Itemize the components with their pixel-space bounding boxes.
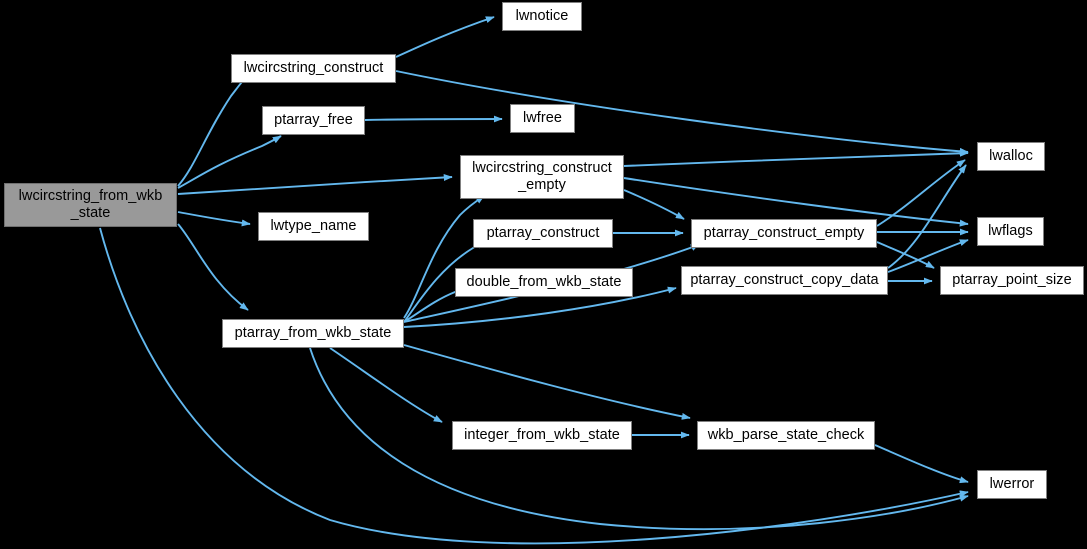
node-wkb_parse_state_check[interactable]: wkb_parse_state_check bbox=[697, 421, 875, 450]
node-lwcircstring_from_wkb_state[interactable]: lwcircstring_from_wkb _state bbox=[4, 183, 177, 227]
node-lwcircstring_construct[interactable]: lwcircstring_construct bbox=[231, 54, 396, 83]
node-label: wkb_parse_state_check bbox=[707, 426, 865, 443]
node-lwerror[interactable]: lwerror bbox=[977, 470, 1047, 499]
node-ptarray_free[interactable]: ptarray_free bbox=[262, 106, 365, 135]
node-lwnotice[interactable]: lwnotice bbox=[502, 2, 582, 31]
edge-ptarray_from_wkb_state-to-integer_from_wkb_state bbox=[329, 347, 443, 423]
edge-lwcircstring_from_wkb_state-to-lwtype_name bbox=[177, 211, 251, 227]
edge-lwcircstring_from_wkb_state-to-ptarray_from_wkb_state bbox=[177, 223, 249, 311]
edge-ptarray_from_wkb_state-to-lwcircstring_construct_empty bbox=[403, 195, 485, 319]
edge-ptarray_from_wkb_state-to-ptarray_construct_copy_data bbox=[403, 286, 677, 328]
edge-ptarray_from_wkb_state-to-lwerror bbox=[309, 347, 969, 531]
node-label: double_from_wkb_state bbox=[466, 273, 622, 290]
edge-lwcircstring_construct_empty-to-lwflags bbox=[623, 177, 969, 227]
node-lwflags[interactable]: lwflags bbox=[977, 217, 1044, 246]
node-label: lwcircstring_from_wkb _state bbox=[18, 187, 163, 221]
node-double_from_wkb_state[interactable]: double_from_wkb_state bbox=[455, 268, 633, 297]
node-label: ptarray_point_size bbox=[952, 271, 1072, 288]
node-label: ptarray_free bbox=[274, 111, 353, 128]
node-label: ptarray_construct_empty bbox=[703, 224, 865, 241]
node-ptarray_construct_empty[interactable]: ptarray_construct_empty bbox=[691, 219, 877, 248]
edge-ptarray_construct_empty-to-lwalloc bbox=[876, 159, 966, 227]
node-label: lwcircstring_construct bbox=[243, 59, 384, 76]
node-label: ptarray_construct_copy_data bbox=[690, 271, 879, 288]
node-label: lwalloc bbox=[989, 147, 1033, 164]
edge-lwcircstring_from_wkb_state-to-lwerror bbox=[99, 227, 969, 545]
edge-lwcircstring_from_wkb_state-to-ptarray_free bbox=[177, 135, 282, 189]
node-lwalloc[interactable]: lwalloc bbox=[977, 142, 1045, 171]
node-integer_from_wkb_state[interactable]: integer_from_wkb_state bbox=[452, 421, 632, 450]
edge-ptarray_construct_copy_data-to-lwalloc bbox=[887, 164, 967, 269]
edge-lwcircstring_construct_empty-to-lwalloc bbox=[623, 149, 969, 167]
node-ptarray_from_wkb_state[interactable]: ptarray_from_wkb_state bbox=[222, 319, 404, 348]
node-lwcircstring_construct_empty[interactable]: lwcircstring_construct _empty bbox=[460, 155, 624, 199]
edge-lwcircstring_construct_empty-to-ptarray_construct_empty bbox=[623, 189, 685, 220]
node-label: lwnotice bbox=[515, 7, 569, 24]
node-label: lwcircstring_construct _empty bbox=[472, 159, 612, 193]
edge-lwcircstring_from_wkb_state-to-lwcircstring_construct_empty bbox=[177, 173, 453, 195]
node-ptarray_point_size[interactable]: ptarray_point_size bbox=[940, 266, 1084, 295]
edge-ptarray_construct_copy_data-to-lwflags bbox=[887, 239, 969, 273]
node-label: ptarray_construct bbox=[486, 224, 600, 241]
node-label: integer_from_wkb_state bbox=[464, 426, 620, 443]
edge-lwcircstring_construct-to-lwalloc bbox=[395, 70, 969, 155]
node-label: lwerror bbox=[989, 475, 1035, 492]
edge-ptarray_free-to-lwfree bbox=[364, 115, 503, 123]
edge-ptarray_construct_empty-to-ptarray_point_size bbox=[876, 241, 935, 269]
edge-ptarray_from_wkb_state-to-wkb_parse_state_check bbox=[403, 344, 691, 420]
node-label: lwflags bbox=[988, 222, 1033, 239]
node-label: lwtype_name bbox=[270, 217, 357, 234]
node-ptarray_construct[interactable]: ptarray_construct bbox=[473, 219, 613, 248]
node-lwtype_name[interactable]: lwtype_name bbox=[258, 212, 369, 241]
edge-wkb_parse_state_check-to-lwerror bbox=[874, 444, 969, 484]
node-label: ptarray_from_wkb_state bbox=[234, 324, 392, 341]
node-ptarray_construct_copy_data[interactable]: ptarray_construct_copy_data bbox=[681, 266, 888, 295]
node-label: lwfree bbox=[523, 109, 562, 126]
node-lwfree[interactable]: lwfree bbox=[510, 104, 575, 133]
edge-lwcircstring_construct-to-lwnotice bbox=[395, 16, 495, 58]
